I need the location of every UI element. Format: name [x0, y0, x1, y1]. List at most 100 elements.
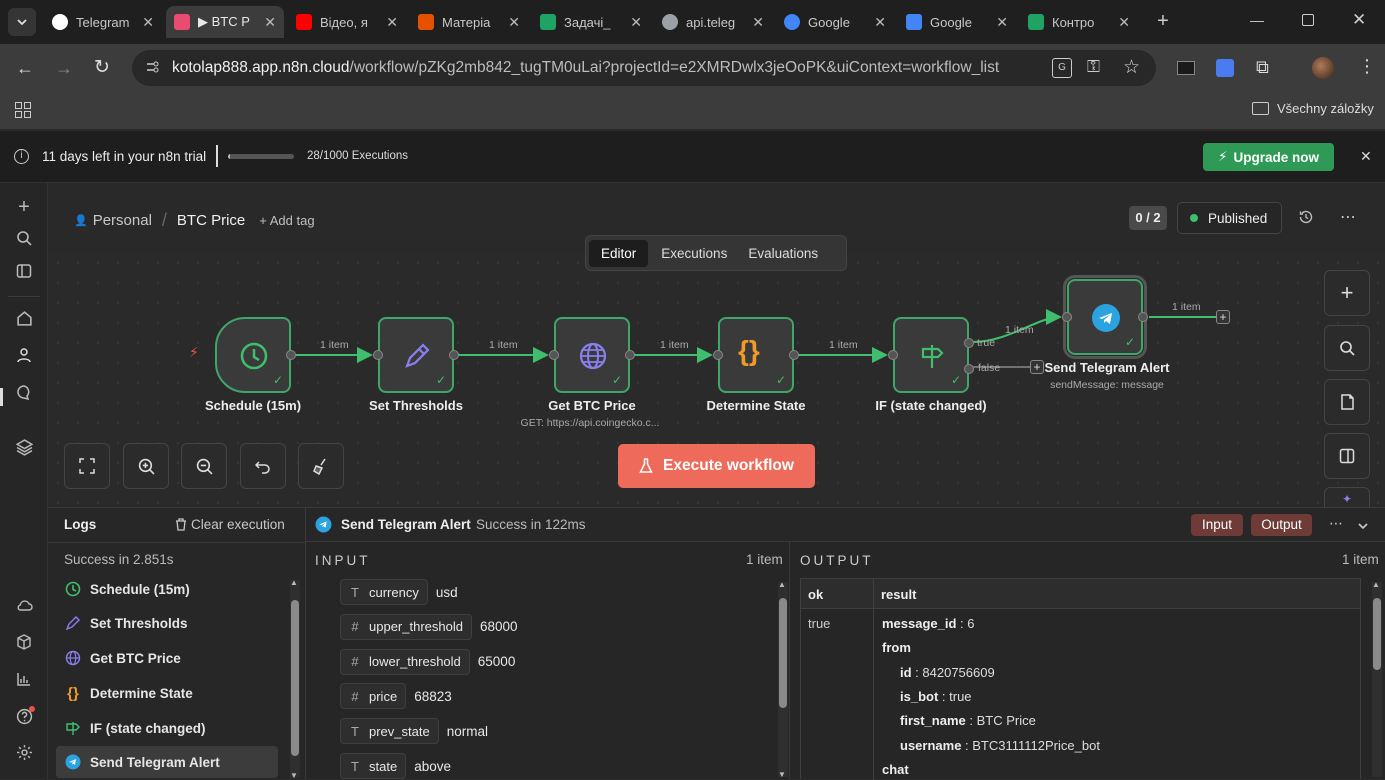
close-tab-icon[interactable]: ✕: [874, 13, 886, 30]
restore-button[interactable]: [1302, 14, 1314, 26]
scroll-down-arrow[interactable]: ▼: [778, 770, 786, 779]
search-nodes-button[interactable]: [1324, 325, 1370, 371]
browser-tab[interactable]: Google✕: [898, 6, 1016, 38]
cloud-icon[interactable]: [14, 598, 34, 618]
panel-toggle-icon[interactable]: [14, 263, 34, 283]
extension-terminal-icon[interactable]: [1177, 61, 1195, 75]
log-item-schedule[interactable]: Schedule (15m): [64, 577, 190, 601]
execute-workflow-button[interactable]: Execute workflow: [618, 444, 815, 488]
minimize-button[interactable]: —: [1250, 12, 1264, 28]
output-port[interactable]: [449, 350, 459, 360]
tab-evaluations[interactable]: Evaluations: [748, 245, 819, 261]
upgrade-now-button[interactable]: ⚡ Upgrade now: [1203, 143, 1334, 171]
undo-button[interactable]: [240, 443, 286, 489]
fit-view-button[interactable]: [64, 443, 110, 489]
toggle-panel-button[interactable]: [1324, 433, 1370, 479]
field-key[interactable]: #upper_threshold: [340, 613, 472, 640]
close-tab-icon[interactable]: ✕: [508, 13, 520, 30]
node-schedule[interactable]: ✓: [215, 317, 296, 393]
output-port[interactable]: [1138, 312, 1148, 322]
add-node-false-button[interactable]: +: [1030, 360, 1044, 374]
extension-window-icon[interactable]: [1216, 59, 1234, 77]
version-counter[interactable]: 0 / 2: [1129, 206, 1167, 230]
bookmark-star-icon[interactable]: ☆: [1123, 57, 1141, 78]
output-port[interactable]: [789, 350, 799, 360]
connection-true[interactable]: [972, 309, 1062, 343]
output-port-true[interactable]: [964, 338, 974, 348]
input-port[interactable]: [1062, 312, 1072, 322]
collapse-chevron-icon[interactable]: [1357, 520, 1369, 532]
close-tab-icon[interactable]: ✕: [1118, 13, 1130, 30]
layers-icon[interactable]: [14, 439, 34, 459]
add-node-button[interactable]: +: [1324, 270, 1370, 316]
log-item-set-thresholds[interactable]: Set Thresholds: [64, 611, 188, 635]
add-node-output-button[interactable]: +: [1216, 310, 1230, 324]
node-send-telegram-alert[interactable]: ✓: [1062, 275, 1148, 359]
zoom-out-button[interactable]: [181, 443, 227, 489]
node-determine-state[interactable]: {} ✓: [713, 317, 799, 393]
tab-executions[interactable]: Executions: [661, 245, 728, 261]
input-toggle-button[interactable]: Input: [1191, 514, 1243, 536]
site-info-icon[interactable]: [144, 59, 160, 75]
browser-tab[interactable]: Google✕: [776, 6, 894, 38]
apps-grid-icon[interactable]: [15, 102, 31, 118]
close-tab-icon[interactable]: ✕: [996, 13, 1008, 30]
insights-chart-icon[interactable]: [14, 671, 34, 691]
add-icon[interactable]: +: [18, 196, 30, 218]
add-tag-button[interactable]: + Add tag: [259, 213, 315, 228]
field-key[interactable]: #price: [340, 683, 407, 710]
close-tab-icon[interactable]: ✕: [142, 13, 154, 30]
browser-tab[interactable]: Відео, я✕: [288, 6, 406, 38]
node-set-thresholds[interactable]: ✓: [373, 317, 459, 393]
input-scrollbar[interactable]: ▲ ▼: [778, 580, 788, 779]
scroll-down-arrow[interactable]: ▼: [290, 771, 298, 780]
input-port[interactable]: [549, 350, 559, 360]
output-scrollbar[interactable]: ▲: [1372, 580, 1382, 777]
browser-tab[interactable]: Telegram✕: [44, 6, 162, 38]
node-get-btc-price[interactable]: ✓: [549, 317, 635, 393]
all-bookmarks-folder[interactable]: Všechny záložky: [1252, 101, 1374, 116]
input-port[interactable]: [888, 350, 898, 360]
tidy-up-button[interactable]: [298, 443, 344, 489]
user-icon[interactable]: [14, 347, 34, 367]
key-icon[interactable]: ⚿: [1087, 57, 1100, 76]
search-icon[interactable]: [14, 230, 34, 250]
close-window-button[interactable]: ✕: [1352, 10, 1367, 29]
output-scroll-thumb[interactable]: [1373, 598, 1381, 670]
node-if-state-changed[interactable]: ✓: [888, 317, 974, 393]
back-button[interactable]: ←: [16, 58, 34, 78]
output-toggle-button[interactable]: Output: [1251, 514, 1312, 536]
log-item-get-btc-price[interactable]: Get BTC Price: [64, 646, 181, 670]
scroll-up-arrow[interactable]: ▲: [778, 580, 786, 589]
ai-sparkle-button[interactable]: ✦: [1324, 487, 1370, 507]
browser-tab[interactable]: Матеріа✕: [410, 6, 528, 38]
scroll-up-arrow[interactable]: ▲: [1372, 580, 1380, 589]
more-options-icon[interactable]: ⋯: [1340, 209, 1356, 226]
workflow-canvas[interactable]: Editor Executions Evaluations ⚡ ✓ ✓ ✓ {}…: [48, 235, 1385, 507]
workflow-name[interactable]: BTC Price: [176, 212, 246, 229]
sticky-note-button[interactable]: [1324, 379, 1370, 425]
output-port-false[interactable]: [964, 364, 974, 374]
close-tab-icon[interactable]: ✕: [386, 13, 398, 30]
log-item-send-telegram-alert[interactable]: Send Telegram Alert: [56, 746, 278, 778]
browser-tab[interactable]: Задачі_✕: [532, 6, 650, 38]
translate-icon[interactable]: G: [1052, 58, 1072, 78]
input-port[interactable]: [373, 350, 383, 360]
tab-search-button[interactable]: [8, 8, 36, 36]
output-port[interactable]: [625, 350, 635, 360]
close-tab-icon[interactable]: ✕: [752, 13, 764, 30]
address-bar[interactable]: kotolap888.app.n8n.cloud/workflow/pZKg2m…: [132, 50, 1156, 86]
output-port[interactable]: [286, 350, 296, 360]
forward-button[interactable]: →: [55, 58, 73, 78]
log-item-if-state-changed[interactable]: IF (state changed): [64, 716, 206, 740]
history-icon[interactable]: [1298, 209, 1314, 225]
detail-more-icon[interactable]: ⋯: [1329, 515, 1343, 531]
published-button[interactable]: Published: [1177, 202, 1282, 234]
help-icon[interactable]: [14, 706, 35, 728]
close-banner-icon[interactable]: ✕: [1360, 148, 1372, 164]
